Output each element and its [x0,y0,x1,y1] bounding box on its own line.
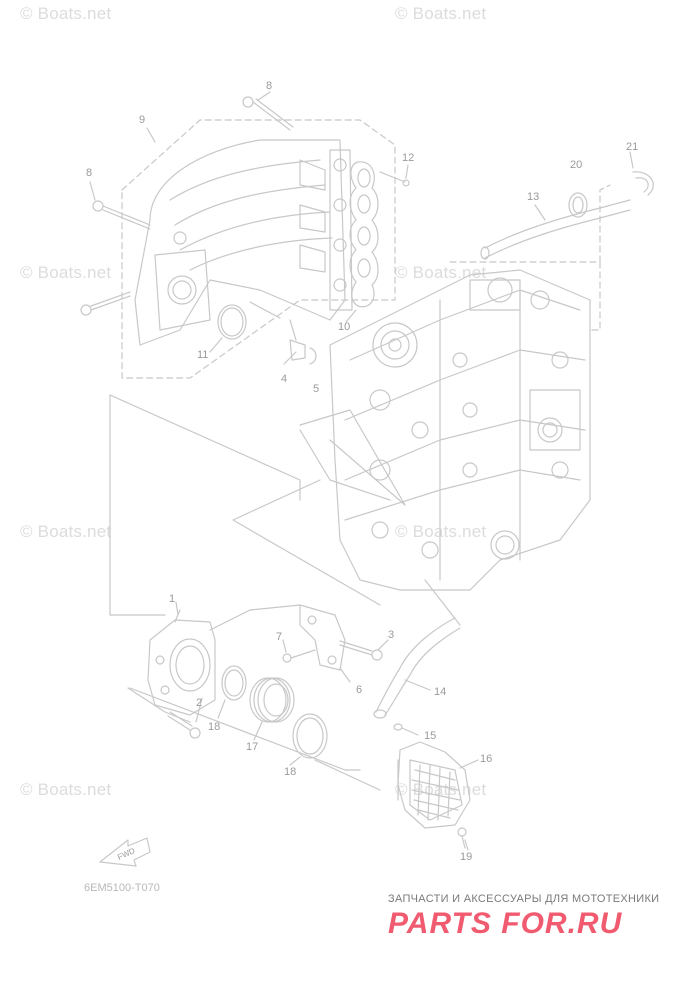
callout-9: 9 [139,114,145,126]
callout-12: 12 [402,152,414,164]
callout-4: 4 [281,373,287,385]
manifold-group-outline [121,119,396,379]
clip-15 [393,723,403,731]
callout-18-right: 18 [284,766,296,778]
clip-21 [632,171,654,196]
diagram-code: 6EM5100-T070 [84,882,160,894]
callout-1: 1 [169,593,175,605]
callout-7: 7 [276,631,282,643]
callout-5: 5 [313,383,319,395]
callout-8-top: 8 [266,80,272,92]
hose-13 [480,199,631,260]
callout-10: 10 [338,321,350,333]
callout-11: 11 [197,349,208,361]
callout-19: 19 [460,851,472,863]
bolt-8-left [92,200,151,230]
seal-17 [249,677,295,723]
fuel-filter-16 [397,741,471,829]
callout-17: 17 [246,741,258,753]
callout-8-left: 8 [86,167,92,179]
watermark: © Boats.net [20,263,112,282]
watermark: © Boats.net [20,4,112,23]
bolt-7 [282,649,316,663]
callout-18-left: 18 [208,721,220,733]
intake-manifold [134,139,353,346]
manifold-gasket [349,161,379,308]
throttle-body-1 [147,609,216,716]
callout-20: 20 [570,159,582,171]
brand-tagline: ЗАПЧАСТИ И АКСЕССУАРЫ ДЛЯ МОТОТЕХНИКИ [388,893,660,905]
fwd-arrow-icon [99,837,151,867]
watermark: © Boats.net [20,522,112,541]
engine-block [329,269,591,591]
o-ring-18-right [292,713,328,759]
bolt-8-top [242,96,294,131]
bolt-19 [457,827,467,837]
callout-14: 14 [434,686,446,698]
fwd-label: FWD [116,846,137,862]
callout-21: 21 [626,141,638,153]
watermark: © Boats.net [395,4,487,23]
bolt-3 [339,640,383,661]
watermark: © Boats.net [395,263,487,282]
callout-6: 6 [356,684,362,696]
clip-5 [309,347,317,365]
o-ring-18 [221,665,247,701]
sensor-4 [283,339,306,365]
pin-12 [379,171,410,187]
callout-2: 2 [196,697,202,709]
bolt-2 [167,711,201,739]
clamp-20 [568,192,588,218]
o-ring-11 [217,304,247,340]
bolt-left-lower [80,291,131,316]
brand-logo: PARTS FOR.RU [388,907,623,940]
hose-14 [373,617,461,719]
callout-3: 3 [388,629,394,641]
bracket-6 [299,604,346,671]
callout-13: 13 [527,191,539,203]
callout-16: 16 [480,753,492,765]
hose-group-outline [449,261,601,331]
watermark: © Boats.net [20,780,112,799]
watermark: © Boats.net [395,780,487,799]
callout-15: 15 [424,730,436,742]
